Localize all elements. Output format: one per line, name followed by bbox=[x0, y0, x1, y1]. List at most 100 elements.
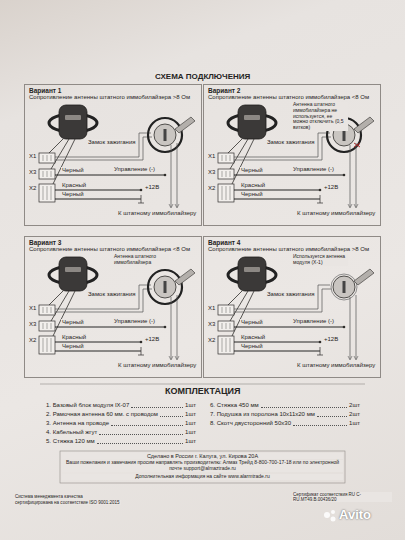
terminal bbox=[343, 326, 346, 329]
signal-name: Замок зажигания bbox=[266, 291, 315, 298]
wire-color: Красный bbox=[61, 334, 87, 341]
wire-color: Красный bbox=[240, 182, 266, 189]
kit-row: 2. Рамочная антенна 60 мм. с проводом1шт bbox=[46, 411, 196, 418]
dot-leader bbox=[131, 407, 183, 408]
variant-title: Вариант 3 bbox=[29, 239, 197, 246]
connector-pin bbox=[230, 323, 231, 329]
connector-pin bbox=[51, 323, 52, 329]
connector-name: X1 bbox=[207, 153, 216, 160]
sheet-title: СХЕМА ПОДКЛЮЧЕНИЯ bbox=[154, 72, 251, 81]
connector-block bbox=[39, 336, 55, 354]
avito-logo bbox=[324, 510, 336, 522]
antenna-note: Антенна штатного иммобилайзера не исполь… bbox=[292, 102, 348, 131]
connector-block bbox=[218, 305, 234, 315]
connector-pin bbox=[47, 323, 48, 329]
signal-name: Управление (-) bbox=[292, 318, 335, 325]
variant-title: Вариант 1 bbox=[29, 87, 197, 94]
connector-pin bbox=[226, 307, 227, 313]
kit-quantity: 1шт bbox=[185, 420, 196, 427]
logo-dot bbox=[324, 512, 330, 518]
signal-name: Замок зажигания bbox=[87, 291, 136, 298]
variant-header: Вариант 1Сопротивление антенны штатного … bbox=[25, 85, 201, 101]
kit-quantity: 1шт bbox=[185, 429, 196, 436]
wire-color: Красный bbox=[61, 182, 87, 189]
ground-symbol bbox=[138, 195, 144, 203]
connector-pin bbox=[51, 155, 52, 161]
watermark: Avito bbox=[338, 508, 372, 523]
connector-block bbox=[218, 169, 234, 179]
ignition-lock bbox=[154, 124, 176, 146]
variant-condition: Сопротивление антенны штатного иммобилай… bbox=[29, 246, 197, 253]
wire bbox=[55, 285, 152, 312]
wire-color: Черный bbox=[240, 167, 264, 174]
connector-name: X3 bbox=[207, 169, 216, 176]
variant-condition: Сопротивление антенны штатного иммобилай… bbox=[29, 94, 197, 101]
kit-quantity: 1шт bbox=[185, 411, 196, 418]
kit-row: 6. Стяжка 450 мм2шт bbox=[210, 402, 360, 409]
terminal bbox=[319, 189, 322, 192]
wiring-drawing bbox=[25, 85, 203, 227]
connector-pin bbox=[230, 338, 231, 352]
key-slot bbox=[164, 129, 167, 141]
connector-pin bbox=[222, 186, 223, 200]
dot-leader bbox=[111, 425, 183, 426]
connector-pin bbox=[43, 338, 44, 352]
kit-row: 3. Антенна на проводе1шт bbox=[46, 420, 196, 427]
connector-block bbox=[218, 321, 234, 331]
dot-leader bbox=[97, 443, 183, 444]
kit-quantity: 2шт bbox=[349, 411, 360, 418]
wire bbox=[55, 133, 152, 160]
footer-text: Дополнительная информация на сайте www.a… bbox=[62, 474, 343, 480]
cut-mark bbox=[354, 143, 360, 147]
connector-block bbox=[39, 305, 55, 315]
connector-pin bbox=[222, 171, 223, 177]
logo-dot bbox=[331, 510, 335, 514]
variant-header: Вариант 4Сопротивление антенны штатного … bbox=[204, 237, 380, 253]
ground-symbol bbox=[138, 347, 144, 355]
signal-name: +12В bbox=[323, 184, 339, 191]
connector-block bbox=[218, 184, 234, 202]
terminal bbox=[140, 189, 143, 192]
ground-symbol bbox=[317, 195, 323, 203]
wire bbox=[171, 295, 177, 359]
wire bbox=[234, 285, 331, 312]
connector-block bbox=[218, 336, 234, 354]
signal-name: +12В bbox=[144, 184, 160, 191]
key-slot bbox=[343, 129, 346, 141]
kit-item: 4. Кабельный жгут bbox=[46, 429, 97, 436]
connector-pin bbox=[226, 323, 227, 329]
connector-pin bbox=[47, 171, 48, 177]
signal-name: К штатному иммобилайзеру bbox=[117, 210, 197, 217]
connector-pin bbox=[226, 338, 227, 352]
kit-row: 1. Базовый блок модуля IX-071шт bbox=[46, 402, 196, 409]
wire-black bbox=[55, 199, 141, 200]
connector-block bbox=[39, 153, 55, 163]
terminal bbox=[164, 174, 167, 177]
wire-color: Черный bbox=[61, 319, 85, 326]
connector-name: X3 bbox=[207, 321, 216, 328]
terminal bbox=[343, 174, 346, 177]
connector-pin bbox=[226, 171, 227, 177]
wire bbox=[350, 295, 356, 359]
connector-pin bbox=[226, 186, 227, 200]
kit-item: 6. Стяжка 450 мм bbox=[210, 402, 259, 409]
module-body bbox=[238, 257, 266, 291]
connector-pin bbox=[43, 307, 44, 313]
signal-name: К штатному иммобилайзеру bbox=[296, 362, 376, 369]
key bbox=[354, 269, 374, 285]
connector-pin bbox=[222, 307, 223, 313]
connector-pin bbox=[51, 338, 52, 352]
dot-leader bbox=[317, 416, 347, 417]
wire-color: Черный bbox=[61, 343, 85, 350]
wire-black bbox=[234, 327, 344, 328]
footer-text: Ваши пожелания и замечания просим направ… bbox=[62, 460, 343, 472]
connector-pin bbox=[230, 155, 231, 161]
ignition-lock bbox=[333, 276, 355, 298]
kit-item: 7. Подушка из поролона 10х11х20 мм bbox=[210, 411, 315, 418]
connector-pin bbox=[230, 171, 231, 177]
arrow-down bbox=[348, 356, 358, 360]
variant-title: Вариант 4 bbox=[208, 239, 376, 246]
connector-name: X2 bbox=[207, 185, 216, 192]
note-text: Сертификат соответствия RU C-RU.МТ49.В.0… bbox=[292, 492, 392, 502]
